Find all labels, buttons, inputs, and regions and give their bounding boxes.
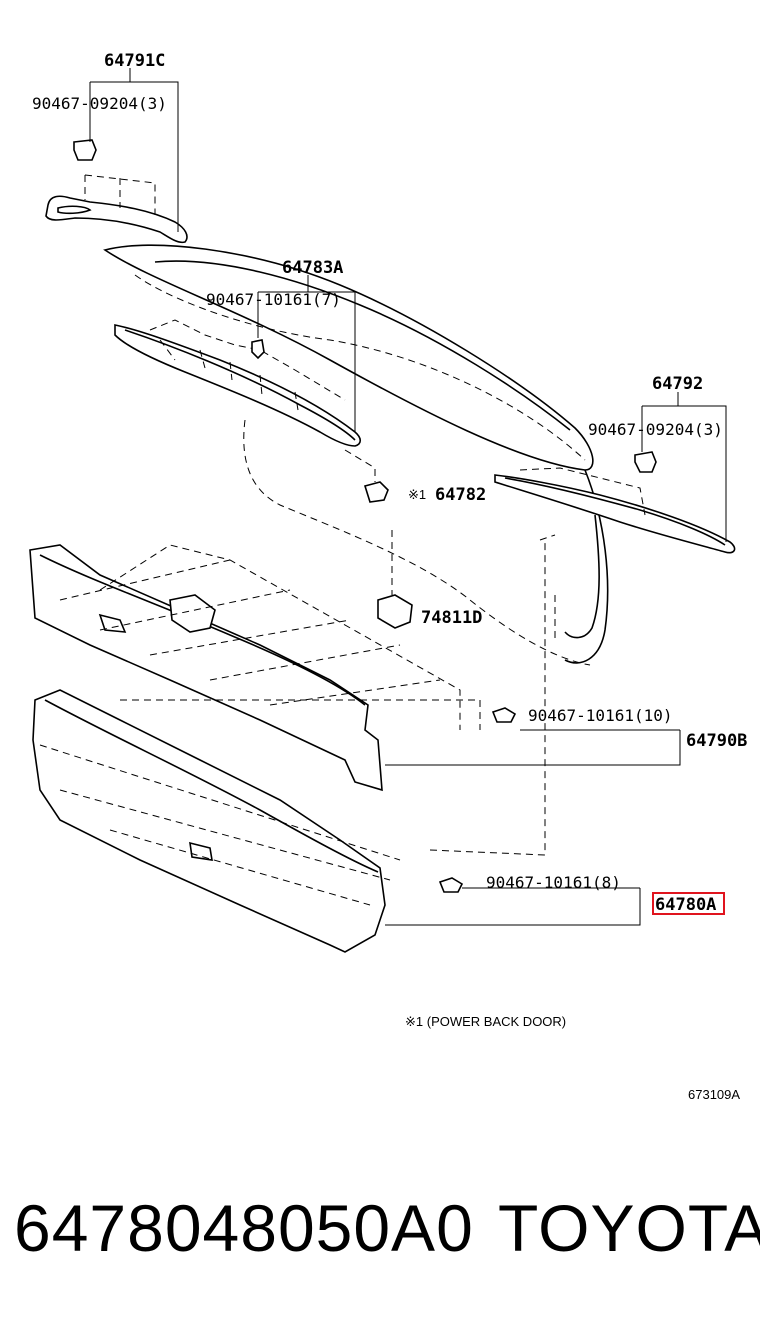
part-64782 <box>344 449 389 503</box>
back-door-outline <box>103 244 609 666</box>
label-74811D: 74811D <box>421 608 482 628</box>
label-64792: 64792 <box>652 374 703 394</box>
label-64780A: 64780A <box>655 895 716 915</box>
part-64783A <box>114 275 362 447</box>
clip-icon <box>634 451 657 473</box>
footer-part-number: 6478048050A0 <box>14 1191 474 1265</box>
label-64791C: 64791C <box>104 51 165 71</box>
diagram-id: 673109A <box>688 1087 740 1102</box>
label-64783A: 64783A <box>282 258 343 278</box>
part-64792 <box>494 392 736 554</box>
footer: 6478048050A0 TOYOTA <box>0 1190 760 1280</box>
label-64790B: 64790B <box>686 731 747 751</box>
clip-icon <box>251 339 265 360</box>
label-clip-lower: 90467-10161(8) <box>486 873 621 892</box>
label-64782: 64782 <box>435 485 486 505</box>
label-clip-upper-center: 90467-10161(7) <box>206 290 341 309</box>
clip-icon <box>438 877 464 893</box>
clip-icon <box>73 139 97 161</box>
label-clip-upper-right: 90467-09204(3) <box>588 420 723 439</box>
label-note-mark: ※1 <box>408 487 426 502</box>
part-64780A <box>32 534 641 953</box>
note-power-back-door: ※1 (POWER BACK DOOR) <box>405 1014 566 1029</box>
part-64790B <box>29 544 681 792</box>
clip-mid-icon <box>491 707 517 723</box>
part-74811D <box>377 530 413 629</box>
label-clip-upper-left: 90467-09204(3) <box>32 94 167 113</box>
footer-brand: TOYOTA <box>498 1191 760 1265</box>
part-64791C <box>45 68 188 244</box>
label-clip-mid: 90467-10161(10) <box>528 706 673 725</box>
highlight-box <box>652 892 725 915</box>
